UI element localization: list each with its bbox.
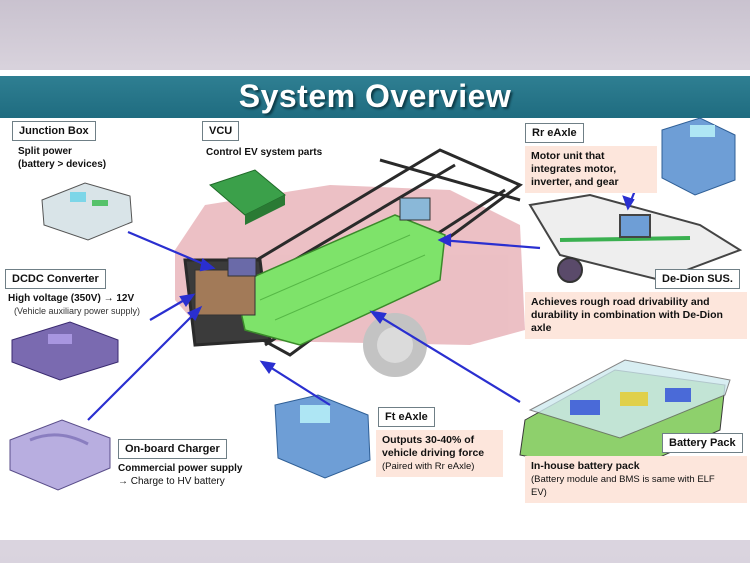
chassis-battery-pack xyxy=(234,214,446,346)
ft-eaxle-note: Outputs 30-40% of vehicle driving force … xyxy=(376,430,503,477)
chassis-front-units xyxy=(194,269,256,316)
battery-pack-note: In-house battery pack (Battery module an… xyxy=(525,456,747,503)
rr-eaxle-label: Rr eAxle xyxy=(525,123,584,143)
dcdc-label: DCDC Converter xyxy=(5,269,106,289)
battery-pack-label: Battery Pack xyxy=(662,433,743,453)
rr-eaxle-image xyxy=(661,117,736,196)
ft-eaxle-image xyxy=(274,394,371,479)
charger-image xyxy=(9,419,111,491)
charger-desc-line2: → Charge to HV battery xyxy=(118,476,225,487)
charger-desc-line1: Commercial power supply xyxy=(118,463,243,474)
battery-pack-desc-line3: EV) xyxy=(531,487,547,498)
title-bar xyxy=(0,76,750,118)
dedion-label: De-Dion SUS. xyxy=(655,269,740,289)
ft-eaxle-desc-line2: vehicle driving force xyxy=(382,447,485,459)
battery-pack-desc-line2: (Battery module and BMS is same with ELF xyxy=(531,474,715,485)
rr-eaxle-desc-line3: inverter, and gear xyxy=(531,176,619,188)
rr-eaxle-desc-line2: integrates motor, xyxy=(531,163,617,175)
ft-eaxle-desc-line1: Outputs 30-40% of xyxy=(382,434,475,446)
dedion-desc-line1: Achieves rough road drivability and xyxy=(531,296,710,308)
junction-box-label: Junction Box xyxy=(12,121,96,141)
rr-eaxle-desc-line1: Motor unit that xyxy=(531,150,605,162)
charger-label: On-board Charger xyxy=(118,439,227,459)
rr-eaxle-note: Motor unit that integrates motor, invert… xyxy=(525,146,657,193)
dcdc-sub: (Vehicle auxiliary power supply) xyxy=(14,306,141,316)
junction-box-desc-line2: (battery > devices) xyxy=(18,159,107,170)
junction-box-image xyxy=(41,182,133,241)
vcu-image xyxy=(209,169,286,225)
battery-pack-desc-line1: In-house battery pack xyxy=(531,460,640,472)
dedion-desc-line2: durability in combination with De-Dion xyxy=(531,309,723,321)
dcdc-desc: High voltage (350V) → 12V xyxy=(8,293,135,304)
ft-eaxle-label: Ft eAxle xyxy=(378,407,435,427)
pointer-arrows xyxy=(87,187,638,421)
chassis-rear-eaxle xyxy=(399,197,431,221)
junction-box-desc-line1: Split power xyxy=(18,146,72,157)
dcdc-image xyxy=(11,321,119,381)
vcu-desc: Control EV system parts xyxy=(206,147,323,158)
vcu-label: VCU xyxy=(202,121,240,141)
ft-eaxle-sub: (Paired with Rr eAxle) xyxy=(382,461,475,472)
dedion-desc-line3: axle xyxy=(531,322,552,334)
dedion-note: Achieves rough road drivability and dura… xyxy=(525,292,747,339)
dedion-image xyxy=(528,193,743,283)
slide-title: System Overview xyxy=(238,78,512,114)
